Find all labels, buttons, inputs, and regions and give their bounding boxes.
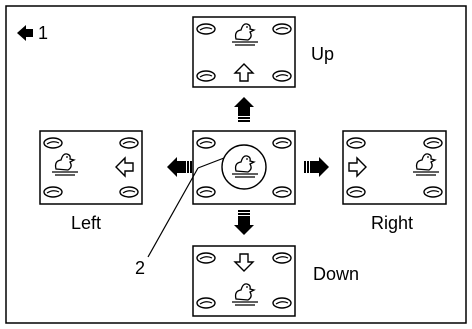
- lily-pad-icon: [272, 137, 292, 149]
- panel-right: [342, 130, 447, 205]
- lily-pad-icon: [196, 23, 216, 35]
- lily-pad-icon: [272, 23, 292, 35]
- panel-left: [39, 130, 143, 205]
- lily-pad-icon: [43, 186, 63, 198]
- callout-1-label: 1: [38, 23, 49, 43]
- lily-pad-icon: [423, 186, 443, 198]
- callout-2-label: 2: [135, 258, 146, 278]
- right-label: Right: [371, 213, 414, 233]
- down-label: Down: [313, 264, 360, 284]
- panel-up: [192, 16, 296, 88]
- lily-pad-icon: [196, 297, 216, 309]
- lily-pad-icon: [272, 186, 292, 198]
- lily-pad-icon: [272, 297, 292, 309]
- lily-pad-icon: [196, 186, 216, 198]
- lily-pad-icon: [423, 137, 443, 149]
- up-label: Up: [311, 44, 335, 64]
- callout-2-leader-tick: [197, 157, 225, 169]
- lily-pad-icon: [346, 186, 366, 198]
- callout-1-pointer-icon: [17, 25, 33, 41]
- lily-pad-icon: [119, 186, 139, 198]
- left-label: Left: [71, 213, 102, 233]
- lily-pad-icon: [272, 252, 292, 264]
- callout-2-leader-line: [147, 167, 199, 258]
- panel-down: [192, 245, 296, 317]
- lily-pad-icon: [196, 137, 216, 149]
- lily-pad-icon: [119, 137, 139, 149]
- panel-center: [192, 130, 296, 205]
- lily-pad-icon: [346, 137, 366, 149]
- lily-pad-icon: [196, 70, 216, 82]
- lily-pad-icon: [43, 137, 63, 149]
- lily-pad-icon: [272, 70, 292, 82]
- lily-pad-icon: [196, 252, 216, 264]
